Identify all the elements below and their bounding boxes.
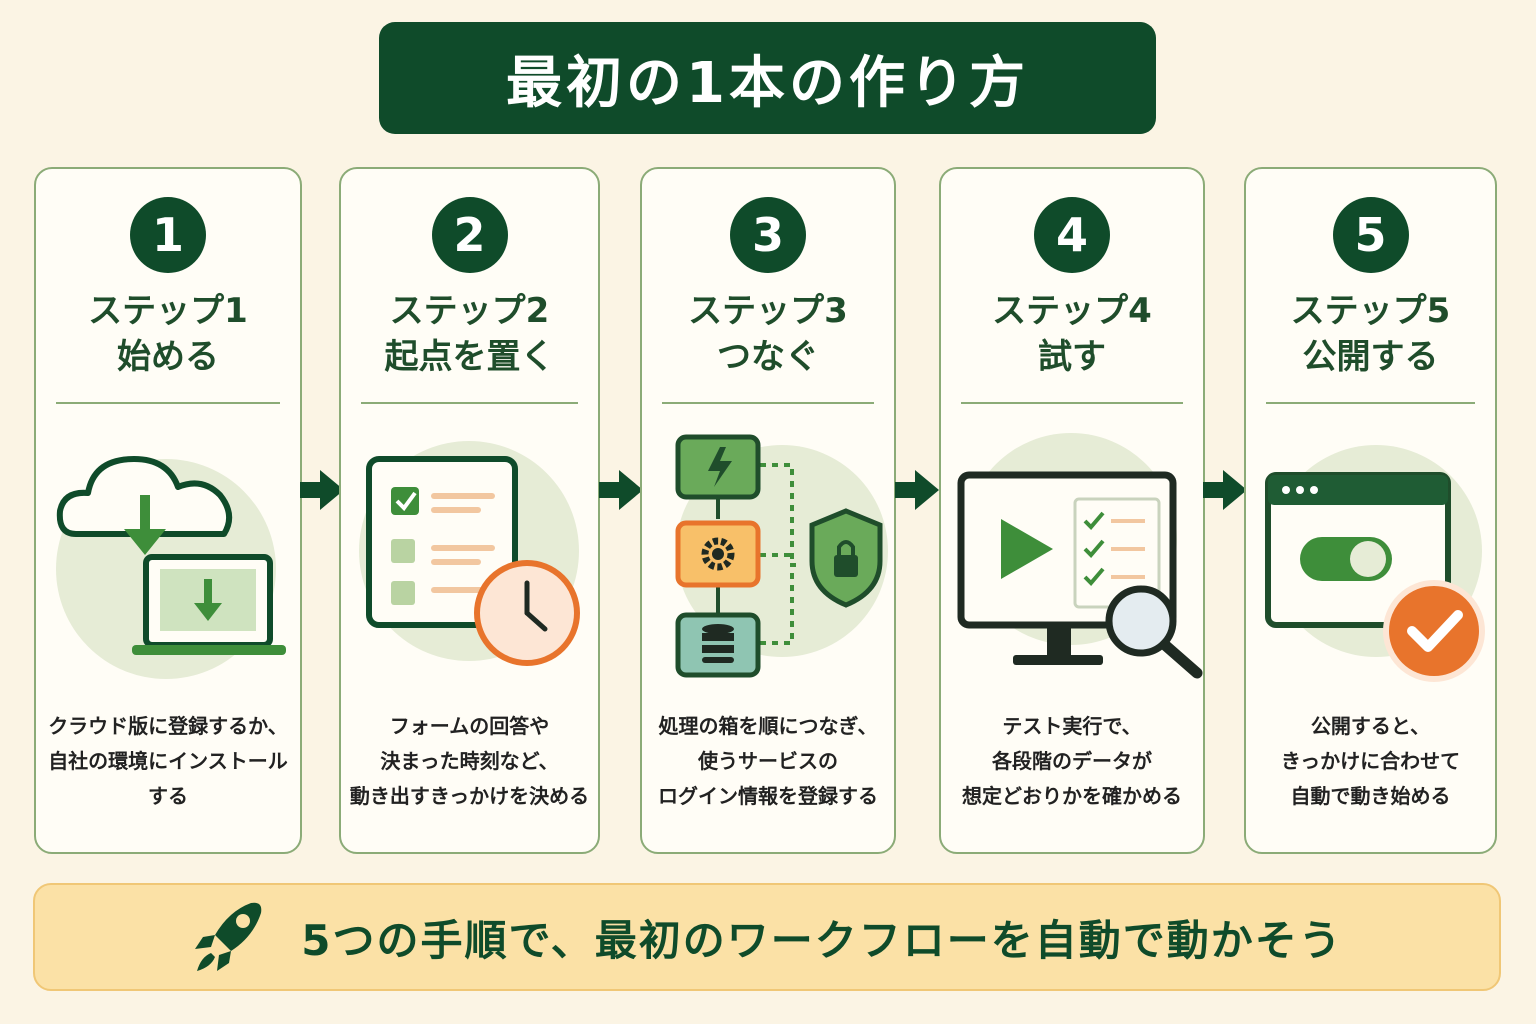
step-label: ステップ2	[389, 291, 550, 331]
step-card-3: 3 ステップ3 つなぐ 処理の箱を順につなぎ、 使うサービスの ログイン情報を登…	[640, 167, 896, 854]
step-title: 起点を置く	[384, 337, 555, 377]
cloud-download-laptop-icon	[36, 419, 300, 689]
step-card-1: 1 ステップ1 始める クラウド版に登録するか、 自社の環境にインストールする	[34, 167, 302, 854]
flow-arrow	[1203, 470, 1247, 510]
monitor-play-magnifier-icon	[941, 419, 1203, 689]
footer-banner: 5つの手順で、最初のワークフローを自動で動かそう	[33, 883, 1501, 991]
step-number-badge: 1	[130, 197, 206, 273]
step-card-4: 4 ステップ4 試す テスト実行で、 各段階のデータが 想定どおりかを確かめる	[939, 167, 1205, 854]
divider	[1266, 402, 1475, 404]
step-label: ステップ3	[688, 291, 848, 331]
flow-arrow	[300, 470, 344, 510]
step-title: 試す	[1038, 337, 1106, 377]
step-number-badge: 4	[1034, 197, 1110, 273]
step-card-5: 5 ステップ5 公開する 公開すると、 きっかけに合わせて 自動で動き始める	[1244, 167, 1497, 854]
divider	[361, 402, 578, 404]
rocket-icon	[195, 902, 262, 971]
divider	[662, 402, 874, 404]
flow-arrow	[895, 470, 939, 510]
step-number-badge: 2	[431, 197, 508, 273]
step-title: つなぐ	[717, 337, 819, 377]
page-title: 最初の1本の作り方	[506, 50, 1029, 116]
step-label: ステップ5	[1290, 291, 1451, 331]
step-number-badge: 5	[1332, 197, 1409, 273]
step-description: フォームの回答や 決まった時刻など、 動き出すきっかけを決める	[349, 714, 590, 808]
divider	[56, 402, 280, 404]
step-label: ステップ4	[992, 291, 1152, 331]
browser-toggle-check-icon	[1246, 419, 1495, 689]
step-description: 処理の箱を順につなぎ、 使うサービスの ログイン情報を登録する	[658, 714, 878, 808]
step-description: テスト実行で、 各段階のデータが 想定どおりかを確かめる	[962, 714, 1182, 808]
flow-arrow	[599, 470, 643, 510]
divider	[961, 402, 1183, 404]
step-title: 公開する	[1302, 337, 1439, 377]
step-card-2: 2 ステップ2 起点を置く フォームの回答や 決まった時刻など、 動き出すきっか…	[339, 167, 600, 854]
checklist-clock-icon	[341, 419, 598, 689]
step-number-badge: 3	[730, 197, 806, 273]
connected-nodes-shield-icon	[642, 419, 894, 689]
step-description: 公開すると、 きっかけに合わせて 自動で動き始める	[1280, 714, 1461, 808]
step-description: クラウド版に登録するか、 自社の環境にインストールする	[48, 714, 288, 808]
title-banner: 最初の1本の作り方	[379, 22, 1156, 134]
footer-text: 5つの手順で、最初のワークフローを自動で動かそう	[301, 915, 1343, 965]
step-title: 始める	[117, 337, 219, 377]
step-label: ステップ1	[88, 291, 248, 331]
